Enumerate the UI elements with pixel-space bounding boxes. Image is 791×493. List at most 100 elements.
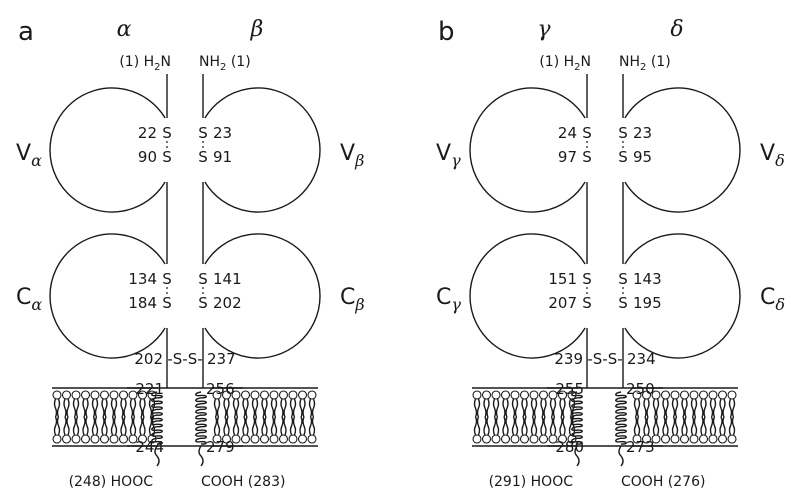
lipid-head [110, 435, 118, 443]
lipid-head [299, 435, 307, 443]
lipid-tail [701, 399, 706, 417]
v-left-residue-top: 24 [558, 124, 577, 142]
chain-left-label: α [117, 17, 132, 42]
c-right-sulfur-top: S [198, 270, 208, 288]
lipid-tail [243, 417, 248, 435]
cterm-right-label: COOH (276) [621, 474, 705, 490]
lipid-tail [635, 417, 640, 435]
lipid-tail [215, 399, 220, 417]
tm-right-end: 279 [206, 438, 235, 456]
lipid-tail [541, 399, 546, 417]
lipid-head [120, 435, 128, 443]
lipid-head [72, 391, 80, 399]
lipid-tail [224, 417, 229, 435]
lipid-tail [654, 417, 659, 435]
lipid-tail [272, 417, 277, 435]
lipid-head [63, 391, 71, 399]
lipid-tail [112, 417, 117, 435]
lipid-head [719, 391, 727, 399]
lipid-tail [673, 417, 678, 435]
lipid-tail [692, 399, 697, 417]
lipid-head [521, 435, 529, 443]
lipid-tail [644, 417, 649, 435]
lipid-tail [121, 399, 126, 417]
v-left-residue-bottom: 90 [138, 148, 157, 166]
c-left-residue-bottom: 184 [128, 294, 157, 312]
lipid-head [700, 435, 708, 443]
lipid-tail [93, 417, 98, 435]
lipid-tail [730, 399, 735, 417]
lipid-tail [654, 399, 659, 417]
lipid-head [110, 391, 118, 399]
lipid-head [251, 435, 259, 443]
tm-right-start: 250 [626, 380, 655, 398]
tm-left-end: 280 [555, 438, 584, 456]
lipid-tail [93, 399, 98, 417]
lipid-tail [720, 399, 725, 417]
v-right-sulfur-top: S [198, 124, 208, 142]
lipid-head [709, 391, 717, 399]
lipid-tail [560, 417, 565, 435]
v-right-residue-top: 23 [633, 124, 652, 142]
lipid-tail [300, 399, 305, 417]
v-left-label: Vα [16, 141, 42, 170]
c-left-label-base: C [16, 285, 31, 310]
c-right-label-base: C [340, 285, 355, 310]
c-left-sulfur-top: S [162, 270, 172, 288]
lipid-tail [541, 417, 546, 435]
cyto-right-tail [199, 446, 203, 466]
v-left-residue-bottom: 97 [558, 148, 577, 166]
c-left-label: Cα [16, 285, 42, 314]
lipid-head [251, 391, 259, 399]
lipid-tail [224, 399, 229, 417]
lipid-head [492, 435, 500, 443]
lipid-tail [310, 417, 315, 435]
lipid-tail [243, 399, 248, 417]
nterm-right-label-part-0: NH [619, 54, 640, 70]
lipid-head [671, 391, 679, 399]
lipid-tail [560, 399, 565, 417]
lipid-tail [484, 417, 489, 435]
chain-right-label: β [250, 17, 264, 42]
lipid-head [728, 435, 736, 443]
lipid-head [521, 391, 529, 399]
v-right-sulfur-bottom: S [618, 148, 628, 166]
lipid-head [72, 435, 80, 443]
lipid-tail [720, 417, 725, 435]
lipid-tail [522, 417, 527, 435]
c-right-label: Cδ [760, 285, 785, 314]
lipid-head [63, 435, 71, 443]
panel-letter: b [438, 17, 455, 47]
lipid-head [270, 435, 278, 443]
lipid-head [681, 391, 689, 399]
nterm-left-label-part-0: (1) H [119, 54, 154, 70]
v-left-sulfur-bottom: S [162, 148, 172, 166]
lipid-head [308, 435, 316, 443]
lipid-tail [291, 399, 296, 417]
lipid-tail [291, 417, 296, 435]
v-right-residue-bottom: 91 [213, 148, 232, 166]
cterm-left-label: (248) HOOC [69, 474, 154, 490]
lipid-head [261, 435, 269, 443]
lipid-tail [663, 417, 668, 435]
cterm-right-label: COOH (283) [201, 474, 285, 490]
lipid-tail [234, 399, 239, 417]
lipid-head [280, 391, 288, 399]
lipid-head [242, 435, 250, 443]
lipid-tail [131, 417, 136, 435]
interchain-residue-left: 239 [554, 350, 583, 368]
lipid-tail [64, 399, 69, 417]
tm-right-end: 273 [626, 438, 655, 456]
lipid-tail [131, 399, 136, 417]
lipid-head [299, 391, 307, 399]
lipid-tail [644, 399, 649, 417]
tm-right-helix [616, 392, 627, 444]
interchain-residue-right: 234 [627, 350, 656, 368]
lipid-head [530, 391, 538, 399]
lipid-head [308, 391, 316, 399]
lipid-tail [682, 399, 687, 417]
c-right-sulfur-top: S [618, 270, 628, 288]
lipid-tail [281, 399, 286, 417]
